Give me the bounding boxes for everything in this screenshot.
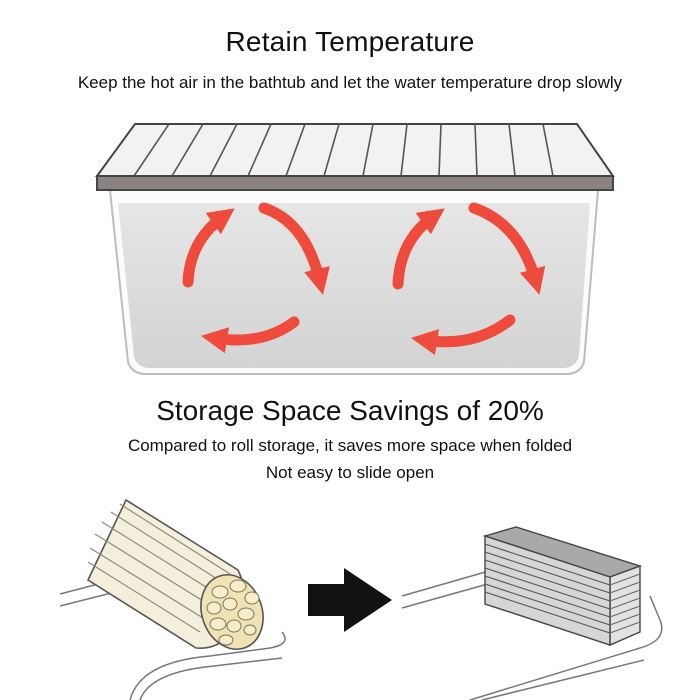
section-line-roll-comparison: Compared to roll storage, it saves more … — [127, 436, 573, 455]
section-subtitle-retain-temperature: Keep the hot air in the bathtub and let … — [77, 73, 623, 92]
section-title-storage-savings: Storage Space Savings of 20% — [156, 395, 544, 426]
heat-circulation-icon — [182, 202, 330, 354]
bathtub-illustration — [95, 123, 615, 375]
rolled-cover-icon — [59, 498, 286, 700]
folded-cover-icon — [401, 526, 663, 700]
section-title-retain-temperature: Retain Temperature — [225, 26, 475, 57]
heat-circulation-icon — [392, 202, 546, 356]
section-line-slide-open: Not easy to slide open — [265, 463, 435, 482]
right-arrow-icon — [308, 568, 392, 632]
bathtub-cover — [95, 123, 615, 191]
